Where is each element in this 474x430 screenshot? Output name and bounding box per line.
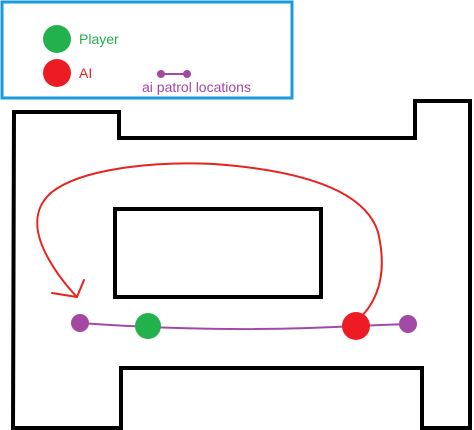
ai-path-arrow [36,162,383,319]
outer-wall [10,99,472,430]
legend: Player AI ai patrol locations [0,0,294,100]
ai-path-arrowhead [51,279,85,298]
player-legend-icon [43,25,71,53]
player-marker [135,313,161,339]
patrol-point-left [71,314,89,332]
player-legend-label: Player [79,31,119,47]
patrol-point-right [399,315,417,333]
patrol-legend-icon [157,70,191,78]
legend-border [0,0,294,100]
ai-legend-icon [43,59,71,87]
patrol-legend-label: ai patrol locations [142,79,251,95]
patrol-route [79,322,409,331]
ai-marker [342,312,370,340]
ai-legend-label: AI [79,65,92,81]
inner-wall [113,207,323,299]
